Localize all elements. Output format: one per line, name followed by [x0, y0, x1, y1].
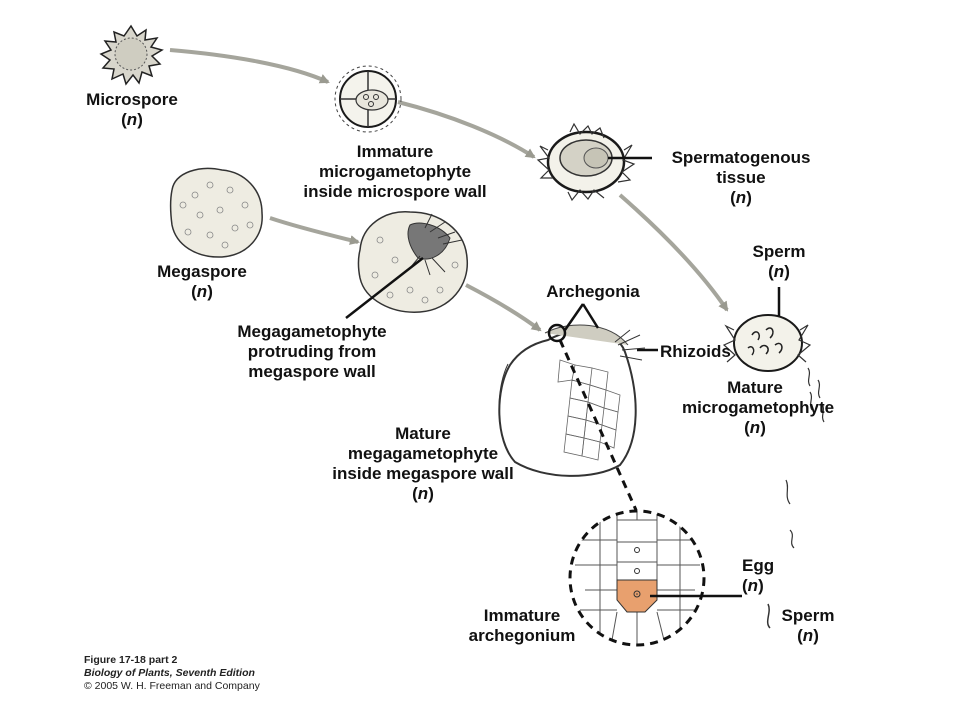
archegonia-pointers	[563, 303, 600, 331]
microspore-drawing	[99, 24, 164, 86]
label-archegonia: Archegonia	[546, 282, 640, 301]
label-sperm-top: Sperm (n)	[752, 242, 806, 281]
label-immature-archegonium: Immature archegonium	[468, 606, 576, 645]
spermatogenous-drawing	[536, 122, 652, 202]
label-rhizoids: Rhizoids	[660, 342, 731, 361]
arrow-microspore-to-immature	[169, 48, 330, 84]
egg-cell	[616, 579, 658, 613]
arrow-immature-to-spermatogenous	[397, 100, 536, 159]
label-megagametophyte-protruding: Megagametophyte protruding from megaspor…	[237, 322, 387, 381]
label-microspore: Microspore (n)	[86, 90, 178, 129]
megagametophyte-protruding-drawing	[345, 211, 468, 319]
megaspore-drawing	[169, 167, 263, 258]
arrow-spermatogenous-to-mature	[618, 193, 729, 312]
label-egg: Egg (n)	[742, 556, 775, 595]
arrow-megaspore-to-protruding	[269, 216, 360, 245]
label-spermatogenous-tissue: Spermatogenous tissue (n)	[671, 148, 811, 207]
immature-microgametophyte-drawing	[334, 65, 402, 133]
label-immature-microgametophyte: Immature microgametophyte inside microsp…	[303, 142, 487, 201]
label-megaspore: Megaspore (n)	[157, 262, 247, 301]
arrow-protruding-to-mature-mega	[465, 283, 542, 332]
caption-book-title: Biology of Plants, Seventh Edition	[84, 667, 255, 679]
caption-copyright: © 2005 W. H. Freeman and Company	[84, 680, 260, 692]
label-mature-microgametophyte: Mature microgametophyte (n)	[682, 378, 835, 437]
label-mature-megagametophyte: Mature megagametophyte inside megaspore …	[332, 424, 514, 503]
label-sperm-bottom: Sperm (n)	[781, 606, 835, 645]
process-arrows	[169, 48, 729, 332]
caption-figure-number: Figure 17-18 part 2	[84, 654, 178, 666]
figure-caption: Figure 17-18 part 2 Biology of Plants, S…	[84, 654, 260, 693]
mature-microgametophyte-drawing	[722, 287, 825, 549]
immature-archegonium-drawing	[568, 509, 771, 647]
